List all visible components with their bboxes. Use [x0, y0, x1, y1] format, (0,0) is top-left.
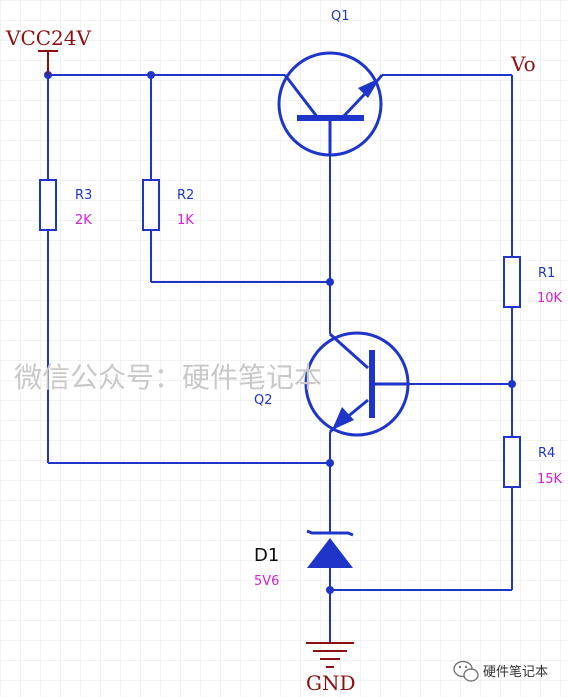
vcc-port-symbol	[38, 50, 58, 75]
r1-designator: R1	[538, 266, 555, 281]
wechat-icon	[453, 660, 479, 682]
wires	[47, 74, 513, 643]
junction-dot	[147, 71, 155, 79]
net-label-gnd: GND	[306, 671, 356, 695]
d1-value: 5V6	[254, 574, 279, 589]
r3-value: 2K	[75, 213, 92, 228]
transistor-q1	[277, 51, 384, 157]
footer-account-name: 硬件笔记本	[483, 664, 548, 680]
r4-value: 15K	[537, 472, 563, 487]
r1-value: 10K	[537, 291, 563, 306]
zener-diode-d1	[306, 529, 354, 568]
junction-dot	[326, 278, 334, 286]
junction-dot	[508, 380, 516, 388]
net-label-vcc: VCC24V	[5, 26, 91, 50]
r2-designator: R2	[177, 188, 194, 203]
watermark-text: 微信公众号：硬件笔记本	[14, 361, 322, 394]
transistor-q2	[304, 331, 410, 437]
resistor-r4	[503, 436, 521, 488]
resistor-r3	[39, 179, 57, 231]
resistor-r1	[503, 256, 521, 308]
r2-value: 1K	[177, 213, 194, 228]
junction-dot	[326, 586, 334, 594]
r3-designator: R3	[75, 188, 92, 203]
r4-designator: R4	[538, 446, 555, 461]
q2-designator: Q2	[254, 393, 273, 408]
d1-designator: D1	[254, 545, 279, 566]
ground-symbol	[306, 642, 354, 668]
junction-dot	[326, 459, 334, 467]
net-label-vo: Vo	[510, 52, 536, 76]
resistor-r2	[142, 179, 160, 231]
q1-designator: Q1	[331, 9, 350, 24]
